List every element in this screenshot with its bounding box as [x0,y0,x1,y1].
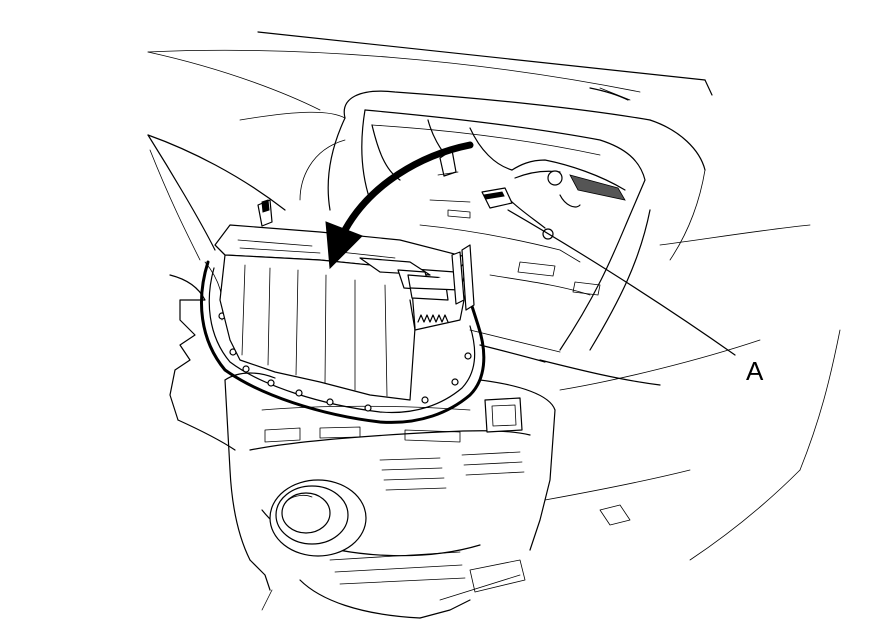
rotary-knob[interactable] [269,479,367,557]
callout-label-a: A [746,356,764,386]
connector-a [481,187,554,240]
wire-harness [371,119,626,229]
callout-leader-a [507,209,736,356]
dashboard-contours [147,90,706,261]
display-unit[interactable] [199,149,486,424]
windshield-lines [147,31,713,111]
center-console [224,372,556,619]
removal-arrow [325,141,474,270]
dashboard-opening [361,109,646,351]
dashboard-right [469,209,841,561]
left-trim [149,149,236,451]
